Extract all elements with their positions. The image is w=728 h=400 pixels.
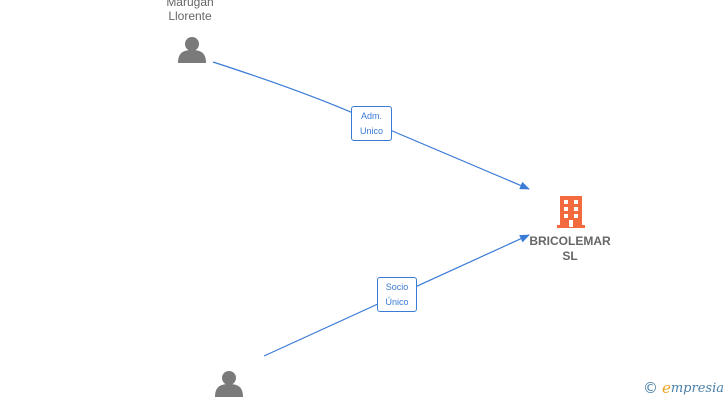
person-top-name-line1: Marugan bbox=[166, 0, 214, 9]
company-name-line1: BRICOLEMAR bbox=[529, 234, 611, 248]
copyright-symbol: © bbox=[642, 379, 658, 397]
person-icon[interactable] bbox=[178, 37, 206, 63]
edge-top-line1: Adm. bbox=[360, 111, 382, 121]
edge-top-line2: Unico bbox=[359, 126, 383, 136]
person-top-name-line2: Llorente bbox=[168, 9, 212, 23]
edge-bottom-line2: Único bbox=[385, 297, 409, 307]
edge-bottom-line1: Socio bbox=[385, 282, 409, 292]
edge-label-bottom: Socio Único bbox=[377, 277, 417, 312]
brand-rest: mpresia bbox=[670, 380, 724, 396]
person-top-label: Marugan Llorente bbox=[150, 0, 230, 23]
company-label[interactable]: BRICOLEMAR SL bbox=[520, 234, 620, 264]
edge-label-top: Adm. Unico bbox=[351, 106, 392, 141]
empresia-logo: © e mpresia bbox=[643, 379, 724, 397]
brand-first-letter: e bbox=[661, 379, 671, 397]
company-name-line2: SL bbox=[562, 249, 578, 263]
building-icon[interactable] bbox=[557, 196, 585, 228]
person-icon[interactable] bbox=[215, 371, 243, 397]
